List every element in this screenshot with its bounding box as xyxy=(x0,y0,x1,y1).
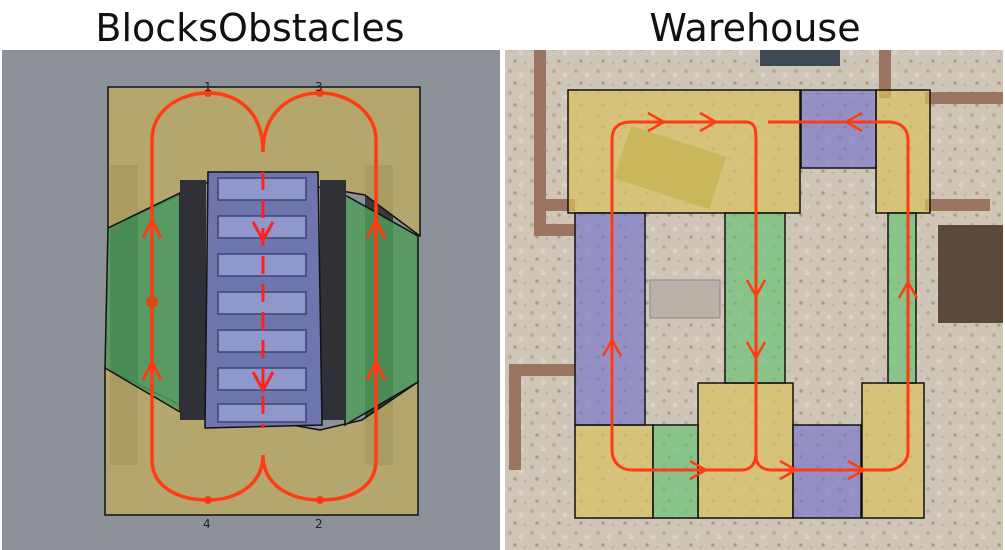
waypoint-2-label: 2 xyxy=(315,517,323,531)
shed-right xyxy=(938,225,1003,323)
left-inner-column xyxy=(180,180,206,420)
building-roof xyxy=(760,50,840,66)
waypoint-1-label: 1 xyxy=(204,80,212,94)
right-inner-column xyxy=(320,180,346,420)
warehouse-panel xyxy=(505,50,1003,550)
start-marker xyxy=(146,296,158,308)
blocksobstacles-panel: 1 3 4 2 xyxy=(2,50,500,550)
waypoint-3-label: 3 xyxy=(315,80,323,94)
container xyxy=(650,280,720,318)
waypoint-4-label: 4 xyxy=(203,517,211,531)
